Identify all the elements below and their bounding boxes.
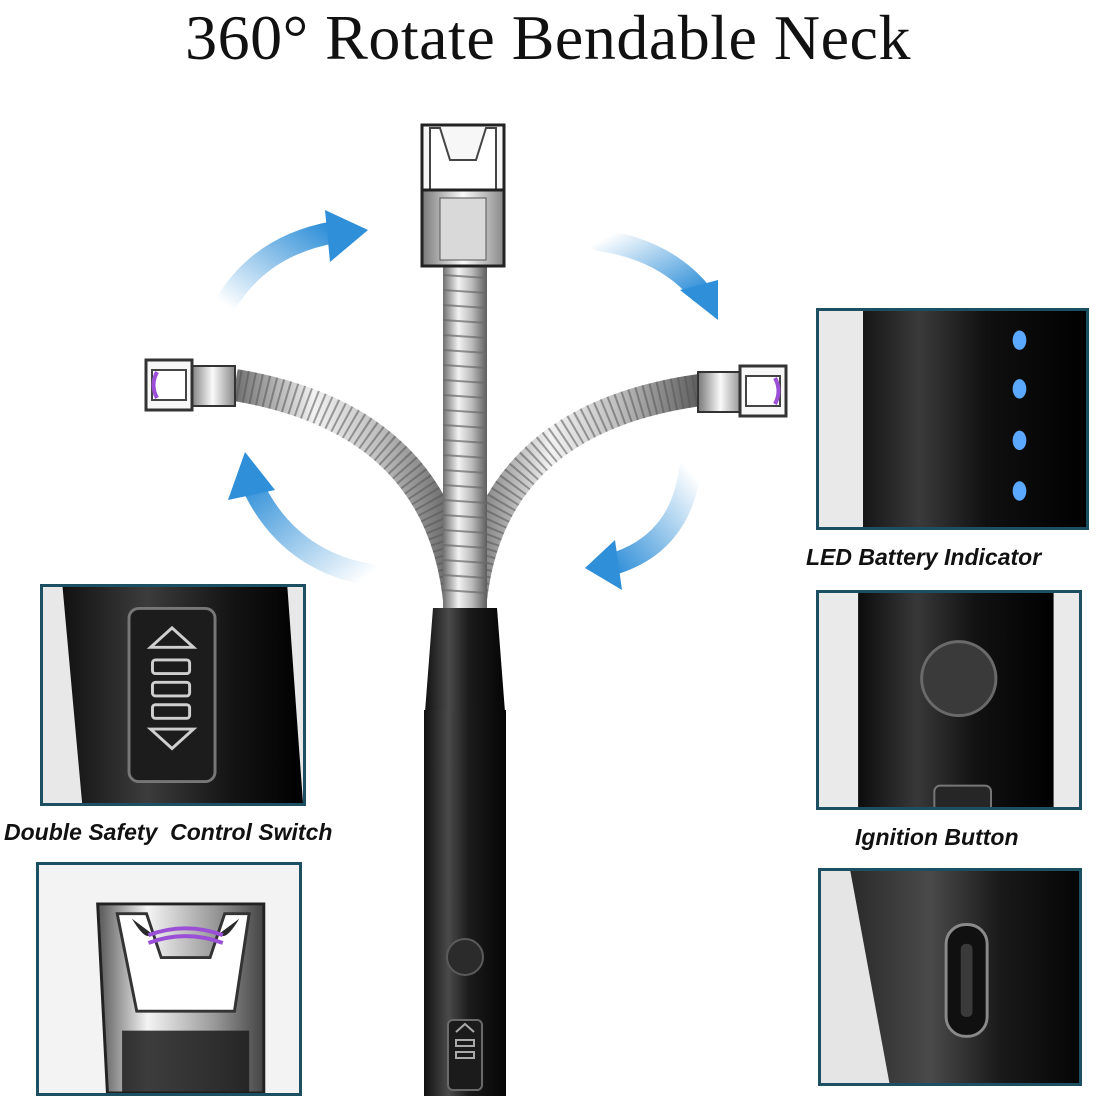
ignition-button-icon bbox=[920, 640, 998, 718]
ignition-button-on-handle bbox=[446, 938, 484, 976]
rotate-arrow-bottom-right-icon bbox=[585, 459, 701, 590]
tip-left bbox=[144, 358, 236, 412]
tip-right bbox=[697, 364, 788, 418]
safety-switch-on-handle bbox=[447, 1019, 483, 1091]
led-dots-icon bbox=[1012, 330, 1027, 501]
panel-ignition-button bbox=[816, 590, 1082, 810]
caption-ignition-button: Ignition Button bbox=[855, 824, 1019, 850]
handle-collar bbox=[425, 608, 505, 712]
rotate-arrow-top-left-icon bbox=[214, 210, 368, 316]
rotate-arrow-top-right-icon bbox=[589, 229, 718, 320]
tip-top bbox=[420, 123, 506, 268]
caption-safety-switch: Double Safety Control Switch bbox=[4, 819, 333, 845]
page-title: 360° Rotate Bendable Neck bbox=[185, 2, 911, 73]
rotate-arrow-bottom-left-icon bbox=[228, 452, 381, 586]
panel-safety-switch bbox=[40, 584, 306, 806]
neck-right bbox=[454, 374, 703, 612]
panel-led-battery-indicator bbox=[816, 308, 1089, 530]
panel-ignition-tip bbox=[36, 862, 302, 1096]
panel-usb-c-port bbox=[818, 868, 1082, 1086]
plasma-arc-icon bbox=[147, 926, 224, 945]
caption-led-battery-indicator: LED Battery Indicator bbox=[806, 544, 1042, 570]
